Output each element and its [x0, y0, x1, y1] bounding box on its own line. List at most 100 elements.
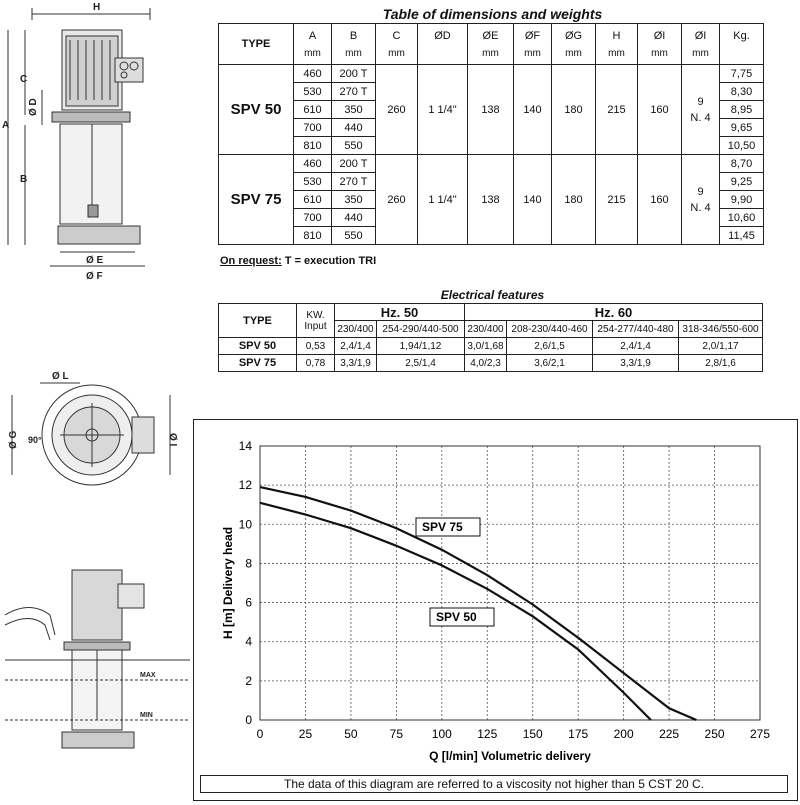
- y-tick-label: 14: [239, 439, 253, 453]
- cell-c: 260: [375, 64, 418, 155]
- pump-install-drawing: MAX MIN: [4, 569, 190, 749]
- cell-b: 350: [331, 100, 376, 119]
- cell-b: 550: [331, 226, 376, 245]
- current-value: 3,3/1,9: [592, 354, 679, 372]
- model-name: SPV 75: [218, 354, 297, 372]
- col-header-kg: Kg.: [719, 23, 764, 65]
- y-tick-label: 2: [245, 674, 252, 688]
- col-header-type: TYPE: [218, 23, 294, 65]
- cell-i: 160: [637, 64, 682, 155]
- pump-top-view-drawing: Ø L Ø G 90° Ø I: [8, 371, 178, 486]
- cell-e: 138: [467, 64, 514, 155]
- kw-value: 0,53: [296, 337, 335, 355]
- voltage-header: 318-346/550-600: [678, 320, 763, 338]
- x-tick-label: 75: [390, 727, 404, 741]
- model-name: SPV 75: [218, 154, 294, 245]
- cell-i2: 9 N. 4: [681, 64, 720, 155]
- on-request-note: On request: T = execution TRI: [220, 255, 376, 267]
- series-line-spv-50: [259, 501, 652, 721]
- x-tick-label: 275: [750, 727, 770, 741]
- current-value: 2,8/1,6: [678, 354, 763, 372]
- dim-label-b: B: [20, 174, 27, 185]
- series-line-spv-75: [259, 486, 697, 722]
- x-tick-label: 25: [299, 727, 313, 741]
- table-row: 610 350 8,95: [219, 100, 764, 119]
- cell-a: 530: [293, 172, 332, 191]
- y-axis-label: H [m] Delivery head: [221, 527, 235, 639]
- series-label-box: [415, 517, 481, 537]
- cell-b: 440: [331, 118, 376, 137]
- table-row: 530 270 T 9,25: [219, 172, 764, 191]
- model-name: SPV 50: [218, 337, 297, 355]
- x-tick-label: 250: [705, 727, 725, 741]
- x-tick-label: 200: [614, 727, 634, 741]
- series-label: SPV 50: [436, 610, 477, 624]
- cell-a: 460: [293, 64, 332, 83]
- series-label: SPV 75: [422, 520, 463, 534]
- table-row: SPV 75 460 200 T 260 1 1/4" 138 140 180 …: [218, 154, 764, 245]
- voltage-header: 208-230/440-460: [506, 320, 593, 338]
- dim-label-l: Ø L: [52, 371, 69, 382]
- x-tick-label: 0: [257, 727, 264, 741]
- current-value: 2,4/1,4: [592, 337, 679, 355]
- table-row: SPV 75 0,78 3,3/1,9 2,5/1,4 4,0/2,3 3,6/…: [218, 354, 763, 372]
- cell-g: 180: [551, 154, 596, 245]
- col-header-d: ØD: [417, 23, 468, 65]
- current-value: 3,0/1,68: [464, 337, 507, 355]
- model-name: SPV 50: [218, 64, 294, 155]
- y-tick-label: 4: [245, 635, 252, 649]
- electrical-table: TYPE KW.Input Hz. 50 Hz. 60 230/400 254-…: [218, 303, 763, 372]
- electrical-subheader-row: 230/400 254-290/440-500 230/400 208-230/…: [219, 320, 763, 338]
- cell-i2-count: N. 4: [690, 111, 711, 124]
- dim-label-f: Ø F: [86, 271, 103, 282]
- table-row: 810 550 11,45: [219, 226, 764, 245]
- cell-kg: 8,95: [719, 100, 764, 119]
- cell-kg: 9,65: [719, 118, 764, 137]
- x-tick-label: 50: [344, 727, 358, 741]
- cell-a: 530: [293, 82, 332, 101]
- cell-a: 810: [293, 226, 332, 245]
- current-value: 2,5/1,4: [376, 354, 465, 372]
- current-value: 2,0/1,17: [678, 337, 763, 355]
- col-header-kw: KW.Input: [296, 303, 335, 338]
- x-tick-label: 225: [659, 727, 679, 741]
- current-value: 3,3/1,9: [334, 354, 377, 372]
- voltage-header: 254-277/440-480: [592, 320, 679, 338]
- on-request-text: T = execution TRI: [281, 255, 377, 267]
- table-row: 700 440 9,65: [219, 118, 764, 137]
- cell-kg: 8,70: [719, 154, 764, 173]
- cell-i2-value: 9: [697, 95, 704, 108]
- y-tick-label: 0: [245, 713, 252, 727]
- dim-label-h: H: [93, 2, 100, 13]
- cell-b: 350: [331, 190, 376, 209]
- cell-a: 610: [293, 100, 332, 119]
- dim-label-90: 90°: [28, 435, 42, 445]
- table-row: SPV 50 460 200 T 260 1 1/4" 138 140 180 …: [218, 64, 764, 155]
- table-row: 610 350 9,90: [219, 190, 764, 209]
- col-header-hz50: Hz. 50: [334, 303, 465, 321]
- cell-b: 270 T: [331, 82, 376, 101]
- voltage-header: 230/400: [334, 320, 377, 338]
- cell-kg: 8,30: [719, 82, 764, 101]
- dim-label-c: C: [20, 74, 27, 85]
- cell-f: 140: [513, 154, 552, 245]
- cell-kg: 11,45: [719, 226, 764, 245]
- voltage-header: 254-290/440-500: [376, 320, 465, 338]
- plot-area: [259, 445, 761, 721]
- y-tick-label: 8: [245, 556, 252, 570]
- level-max-label: MAX: [140, 672, 156, 679]
- x-tick-label: 125: [477, 727, 497, 741]
- electrical-table-title: Electrical features: [440, 288, 545, 302]
- dim-label-d: Ø D: [28, 98, 39, 116]
- cell-e: 138: [467, 154, 514, 245]
- cell-i: 160: [637, 154, 682, 245]
- dim-label-a: A: [2, 120, 9, 131]
- cell-f: 140: [513, 64, 552, 155]
